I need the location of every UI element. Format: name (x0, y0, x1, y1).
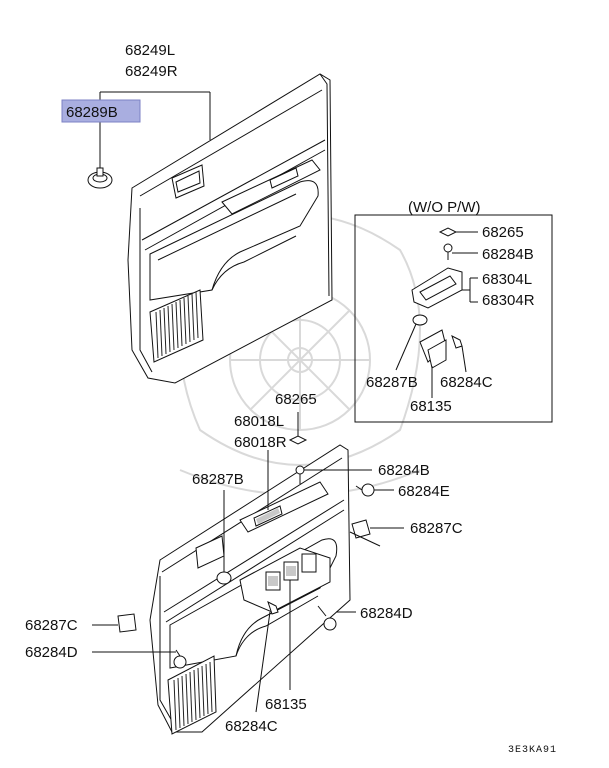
label-inset-68304R: 68304R (482, 292, 535, 309)
label-wo-pw: (W/O P/W) (408, 199, 480, 216)
figure-code: 3E3KA91 (508, 745, 557, 756)
label-lower-68284D-left: 68284D (25, 644, 78, 661)
clip-68289B (87, 167, 113, 189)
label-lower-68287B: 68287B (192, 471, 244, 488)
label-inset-68284B: 68284B (482, 246, 534, 263)
inset-parts (395, 227, 478, 398)
label-68249L: 68249L (125, 42, 175, 59)
lower-door-trim (149, 444, 351, 735)
label-lower-68284C: 68284C (225, 718, 278, 735)
label-lower-68284B: 68284B (378, 462, 430, 479)
label-lower-68265: 68265 (275, 391, 317, 408)
label-68289B[interactable]: 68289B (66, 104, 118, 121)
label-inset-68284C: 68284C (440, 374, 493, 391)
label-lower-68284E: 68284E (398, 483, 450, 500)
upper-speaker-grille (155, 291, 199, 359)
label-inset-68265: 68265 (482, 224, 524, 241)
label-lower-68287C-right: 68287C (410, 520, 463, 537)
label-inset-68287B: 68287B (366, 374, 418, 391)
upper-door-trim (127, 73, 333, 384)
label-lower-68135: 68135 (265, 696, 307, 713)
highlight-box (61, 99, 141, 123)
label-lower-68018R: 68018R (234, 434, 287, 451)
label-68249R: 68249R (125, 63, 178, 80)
label-lower-68018L: 68018L (234, 413, 284, 430)
bracket-detail (265, 553, 317, 591)
label-inset-68304L: 68304L (482, 271, 532, 288)
inset-box (354, 214, 553, 423)
lower-speaker-grille (173, 661, 213, 731)
lower-hardware (92, 412, 404, 713)
label-inset-68135: 68135 (410, 398, 452, 415)
label-lower-68284D-right: 68284D (360, 605, 413, 622)
label-lower-68287C-left: 68287C (25, 617, 78, 634)
